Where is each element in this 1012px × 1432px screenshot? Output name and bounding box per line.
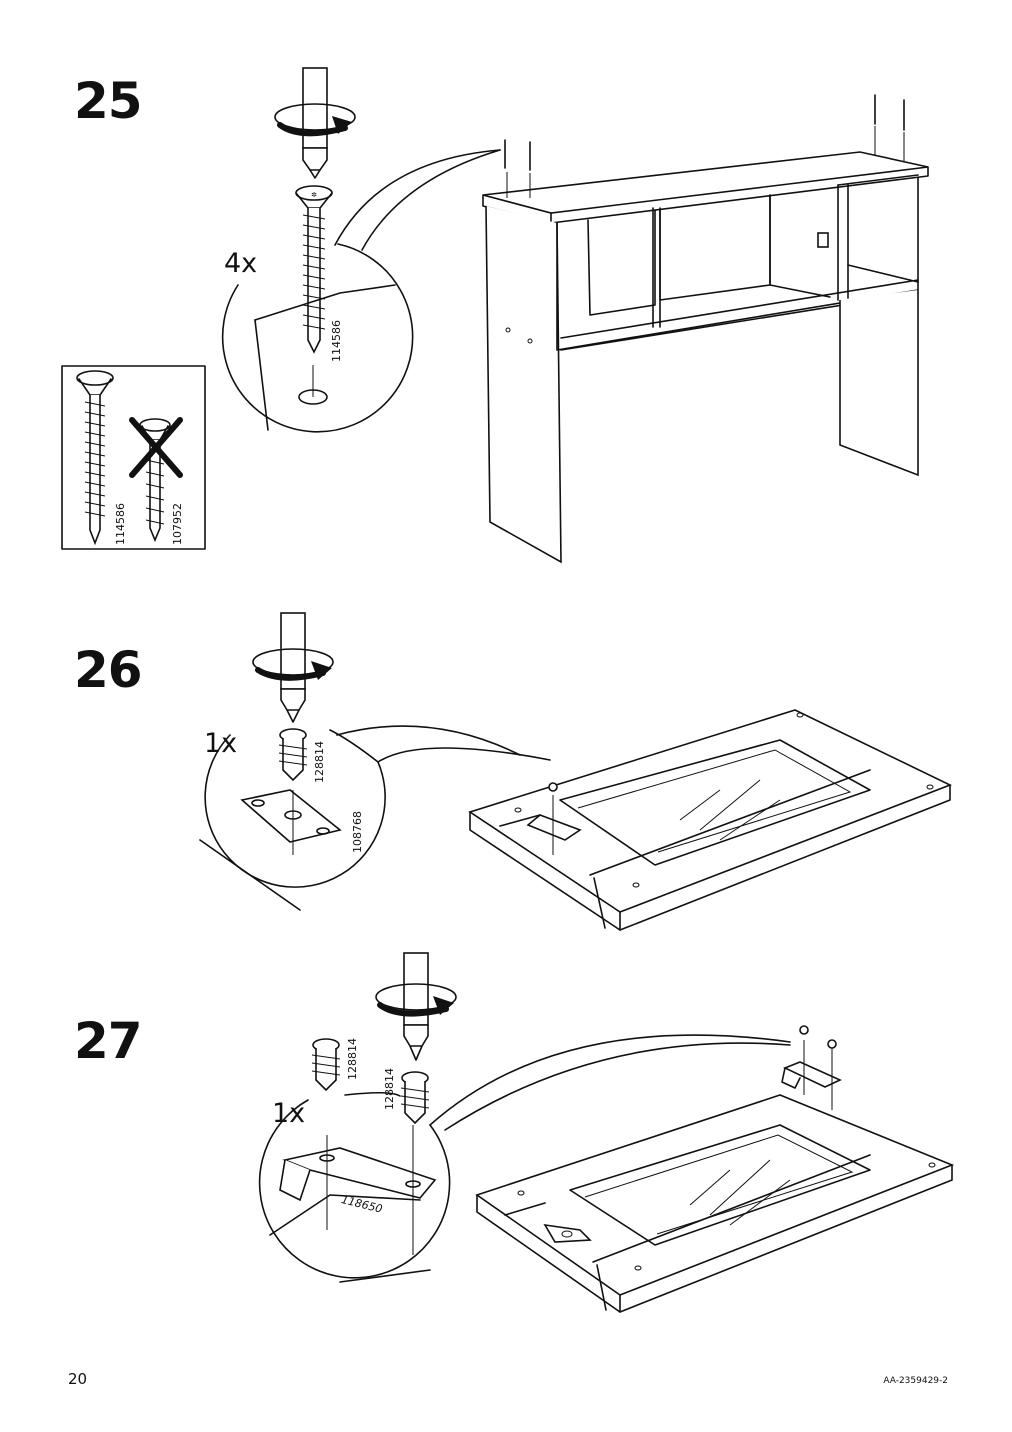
step-26-screw-icon bbox=[278, 728, 308, 782]
step-25-screw-comparison-box bbox=[61, 365, 206, 550]
document-code: AA-2359429-2 bbox=[883, 1376, 948, 1386]
step-25-hutch-unit bbox=[482, 94, 929, 564]
step-27-magnify-callout-icon bbox=[258, 1034, 791, 1283]
step-27-quantity: 1x bbox=[272, 1098, 306, 1129]
step-25-magnify-callout-icon bbox=[221, 149, 501, 433]
step-26-quantity: 1x bbox=[204, 728, 238, 759]
step-25-quantity: 4x bbox=[224, 248, 258, 279]
step-27-screw-icon-b bbox=[400, 1071, 430, 1125]
step-26-plate-label: 108768 bbox=[351, 811, 364, 853]
step-27-screwdriver-icon bbox=[375, 952, 457, 1061]
step-27-screw-label-a: 128814 bbox=[346, 1038, 359, 1080]
step-26-magnify-callout-icon bbox=[199, 725, 551, 911]
step-25-screw-icon: ✲ bbox=[295, 185, 333, 354]
step-27-door-panel bbox=[475, 1025, 955, 1313]
step-number-27: 27 bbox=[74, 1012, 143, 1070]
step-27-screw-icon-a bbox=[311, 1038, 341, 1092]
step-number-26: 26 bbox=[74, 641, 143, 699]
step-25-screwdriver-icon bbox=[274, 67, 356, 179]
step-26-screw-label: 128814 bbox=[313, 741, 326, 783]
step-26-screwdriver-icon bbox=[252, 612, 334, 723]
step-26-door-panel bbox=[468, 709, 953, 931]
step-number-25: 25 bbox=[74, 72, 143, 130]
svg-text:✲: ✲ bbox=[311, 191, 317, 199]
page-number: 20 bbox=[68, 1370, 88, 1388]
step-27-screw-label-b: 128814 bbox=[383, 1068, 396, 1110]
